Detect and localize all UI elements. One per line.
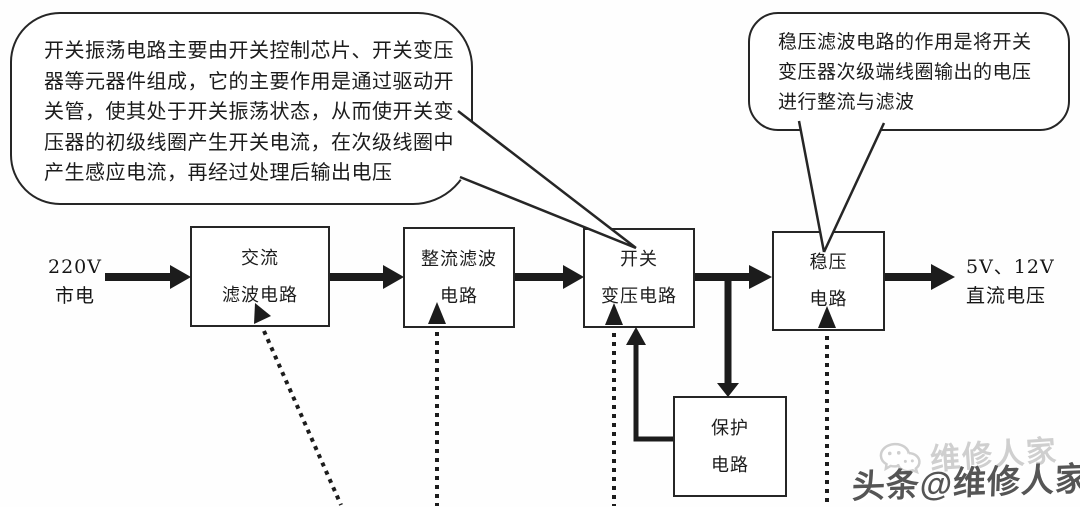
block-label-line1: 稳压 [809, 252, 848, 273]
output-label-line2: 直流电压 [966, 285, 1047, 307]
block-label-line2: 变压电路 [601, 286, 677, 307]
arrow-head-icon [931, 264, 955, 290]
callout-regulator-filter: 稳压滤波电路的作用是将开关 变压器次级端线圈输出的电压 进行整流与滤波 [748, 12, 1070, 131]
block-label-line2: 滤波电路 [222, 284, 298, 306]
dotted-arrowheads [254, 302, 836, 328]
input-label-220v-mains: 220V 市电 [40, 253, 110, 311]
callout-text-line: 进行整流与滤波 [778, 91, 915, 113]
callout-switch-oscillator: 开关振荡电路主要由开关控制芯片、开关变压 器等元器件组成，它的主要作用是通过驱动… [10, 12, 473, 205]
callout-text-line: 开关振荡电路主要由开关控制芯片、开关变压 [44, 38, 454, 62]
block-label-line1: 整流滤波 [421, 248, 497, 270]
dotted-line [262, 330, 343, 506]
block-label-line2: 电路 [440, 285, 478, 307]
watermark-main: 头条@维修人家 [851, 452, 1080, 507]
block-switching-transformer-circuit: 开关 变压电路 [583, 228, 695, 328]
arrow-head-icon [749, 265, 772, 289]
arrow-head-icon [170, 265, 191, 289]
watermark-main-text: 头条@维修人家 [851, 459, 1080, 506]
input-label-line2: 市电 [54, 285, 95, 307]
arrow-head-icon [717, 383, 739, 397]
block-voltage-regulator-circuit: 稳压 电路 [772, 231, 885, 331]
output-label-dc-voltage: 5V、12V 直流电压 [966, 253, 1055, 311]
arrow-head-icon [626, 327, 646, 345]
feedback-line [633, 344, 673, 442]
block-label-line1: 交流 [241, 247, 279, 269]
callout-text-line: 产生感应电流，再经过处理后输出电压 [44, 160, 393, 184]
wechat-icon [879, 442, 921, 475]
callout-text-line: 压器的初级线圈产生开关电流，在次级线圈中 [44, 129, 454, 154]
callout-text-line: 关管，使其处于开关振荡状态，从而使开关变 [44, 99, 454, 123]
callout-text-line: 器等元器件组成，它的主要作用是通过驱动开 [44, 68, 454, 93]
output-label-line1: 5V、12V [966, 256, 1055, 278]
input-label-line1: 220V [48, 256, 102, 278]
watermark-ghost: 维修人家 [877, 426, 1060, 482]
block-label-line2: 电路 [809, 289, 848, 310]
block-ac-filter-circuit: 交流 滤波电路 [190, 226, 330, 327]
block-rectifier-filter-circuit: 整流滤波 电路 [403, 227, 515, 328]
arrow-head-icon [563, 265, 584, 289]
arrow-head-icon [383, 265, 404, 289]
callout-text-line: 稳压滤波电路的作用是将开关 [778, 31, 1032, 53]
block-label-line1: 开关 [620, 249, 658, 270]
block-protection-circuit: 保护 电路 [673, 396, 787, 497]
block-label-line2: 电路 [711, 454, 749, 476]
block-label-line1: 保护 [711, 417, 749, 439]
callout-text-line: 变压器次级端线圈输出的电压 [778, 61, 1032, 83]
